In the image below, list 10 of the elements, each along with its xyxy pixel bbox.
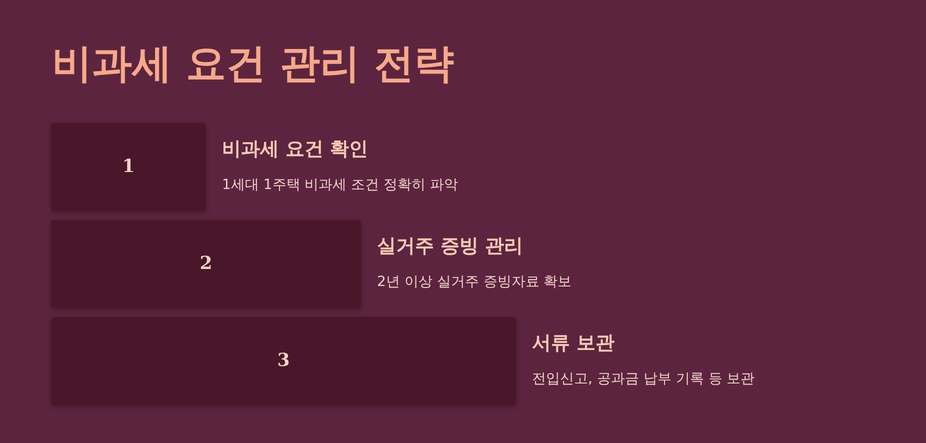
step-description: 2년 이상 실거주 증빙자료 확보 — [377, 273, 572, 291]
step-description: 1세대 1주택 비과세 조건 정확히 파악 — [222, 176, 458, 194]
step-number: 2 — [200, 253, 212, 275]
step-number: 3 — [277, 350, 290, 372]
step-heading: 서류 보관 — [532, 331, 615, 355]
step-number: 1 — [122, 156, 135, 178]
step-description: 전입신고, 공과금 납부 기록 등 보관 — [532, 370, 755, 388]
step-heading: 실거주 증빙 관리 — [377, 234, 524, 258]
title: 비과세 요건 관리 전략 — [52, 40, 454, 88]
step-heading: 비과세 요건 확인 — [222, 137, 368, 161]
